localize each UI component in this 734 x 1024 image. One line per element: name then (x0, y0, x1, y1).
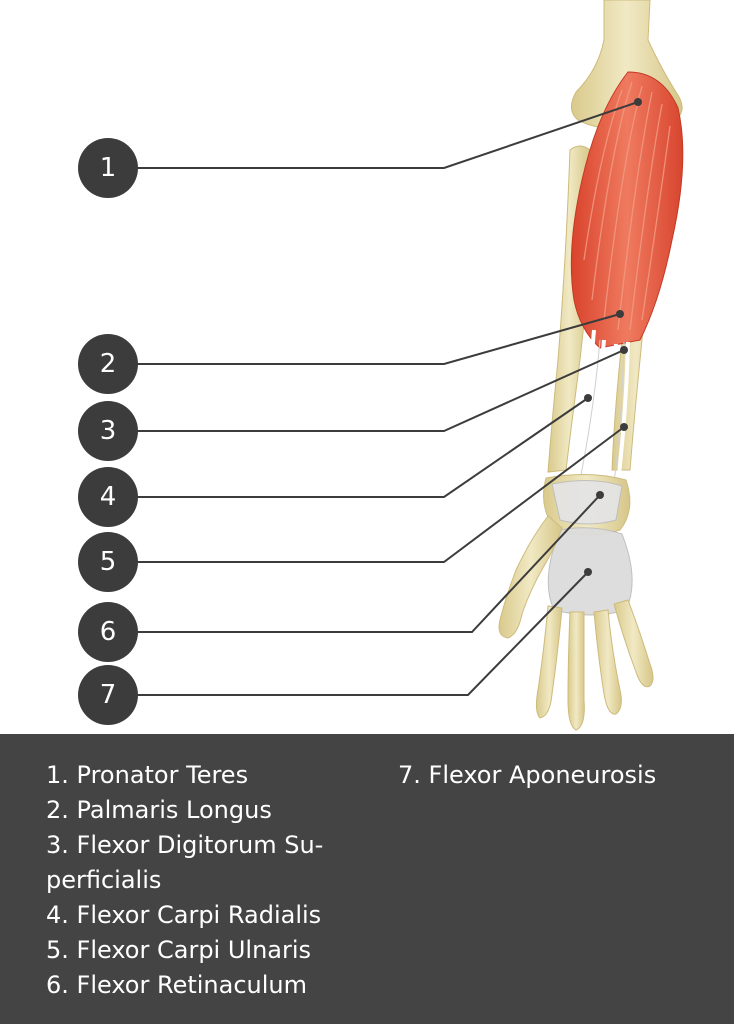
marker-6[interactable]: 6 (78, 602, 138, 662)
marker-5[interactable]: 5 (78, 532, 138, 592)
legend-item-flexor-carpi-radialis: 4. Flexor Carpi Radialis (46, 898, 366, 933)
forearm-diagram: 1 2 3 4 5 6 7 (0, 0, 734, 734)
marker-1[interactable]: 1 (78, 138, 138, 198)
legend-item-flexor-aponeurosis: 7. Flexor Aponeurosis (398, 758, 718, 793)
finger-bones (536, 600, 653, 730)
legend-column-right: 7. Flexor Aponeurosis (398, 758, 718, 793)
marker-2[interactable]: 2 (78, 334, 138, 394)
marker-7[interactable]: 7 (78, 665, 138, 725)
leader-line-3 (108, 350, 624, 431)
legend-item-flexor-carpi-ulnaris: 5. Flexor Carpi Ulnaris (46, 933, 366, 968)
marker-4[interactable]: 4 (78, 467, 138, 527)
legend-item-pronator-teres: 1. Pronator Teres (46, 758, 366, 793)
legend-item-flexor-digitorum-superficialis: 3. Flexor Digitorum Su-perficialis (46, 828, 366, 898)
retinaculum-band (552, 480, 622, 524)
marker-3[interactable]: 3 (78, 401, 138, 461)
leader-line-4 (108, 398, 588, 497)
legend-item-flexor-retinaculum: 6. Flexor Retinaculum (46, 968, 366, 1003)
leader-line-2 (108, 314, 620, 364)
legend-panel: 1. Pronator Teres 2. Palmaris Longus 3. … (0, 734, 734, 1024)
leader-line-1 (108, 102, 638, 168)
legend-column-left: 1. Pronator Teres 2. Palmaris Longus 3. … (46, 758, 366, 1003)
legend-item-palmaris-longus: 2. Palmaris Longus (46, 793, 366, 828)
